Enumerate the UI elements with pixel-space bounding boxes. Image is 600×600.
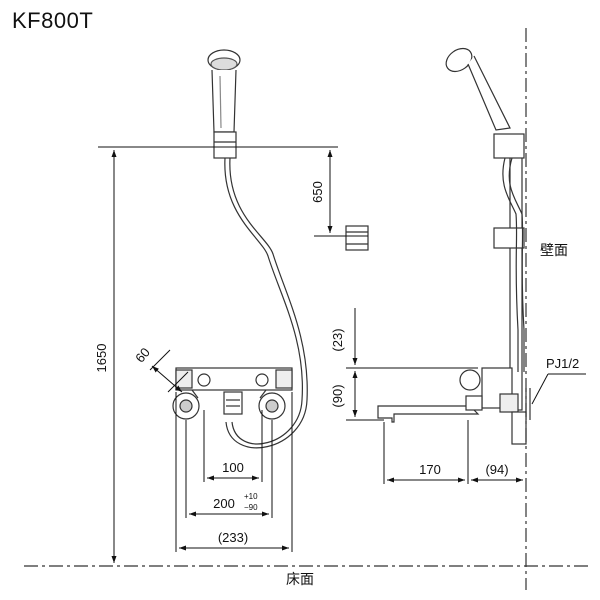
dim-170: 170 [419, 462, 441, 477]
upper-holder-front [213, 131, 237, 159]
dim-200-tol-plus: +10 [244, 492, 258, 501]
dimension-lines [98, 146, 586, 563]
front-view [172, 49, 308, 449]
dim-200-tol-minus: −90 [244, 503, 258, 512]
floor-label: 床面 [286, 572, 314, 588]
shower-head-side [445, 47, 511, 131]
lower-holder [345, 225, 369, 251]
dim-200: 200 [213, 496, 235, 511]
mixer-body-front [172, 367, 293, 420]
hose-front [224, 157, 304, 445]
shower-head-front [207, 49, 241, 133]
dim-60-angle: 60 [132, 345, 153, 366]
side-view [377, 47, 531, 445]
pipe-thread-label: PJ1/2 [546, 356, 579, 371]
dim-233: (233) [218, 530, 248, 545]
dim-90: (90) [330, 384, 345, 407]
wall-label: 壁面 [540, 243, 568, 259]
dim-1650: 1650 [94, 344, 109, 373]
dim-650: 650 [310, 181, 325, 203]
dim-94: (94) [485, 462, 508, 477]
reference-lines [24, 28, 590, 590]
model-title: KF800T [12, 8, 94, 33]
dim-23: (23) [330, 328, 345, 351]
dim-100: 100 [222, 460, 244, 475]
